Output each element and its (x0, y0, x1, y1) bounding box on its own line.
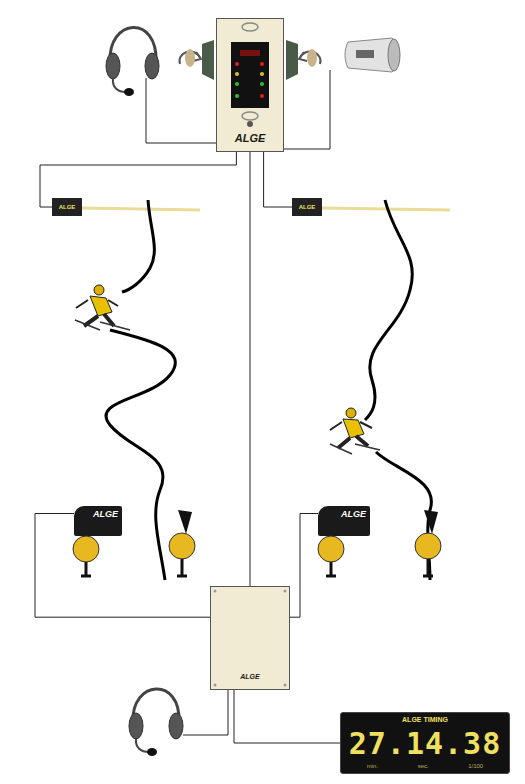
headset-wire (146, 78, 216, 143)
start-wand (82, 208, 200, 210)
unit-label: 1/100 (468, 763, 483, 770)
loudspeaker (345, 38, 400, 72)
headset (129, 689, 183, 756)
unit-row: min. sec. 1/100 (347, 763, 503, 770)
door-flap (202, 40, 214, 80)
photocell: ALGE (318, 506, 370, 536)
cable (35, 514, 210, 618)
brand-label: ALGE (93, 509, 118, 520)
start-gate: ALGE (292, 198, 322, 216)
unit-label: min. (367, 763, 378, 770)
photocell: ALGE (74, 506, 122, 536)
cable (234, 690, 340, 743)
reflector (415, 510, 441, 576)
brand-label: ALGE (299, 203, 316, 211)
brand-label: ALGE (240, 672, 259, 681)
brand-label: ALGE (341, 509, 366, 520)
skier (330, 408, 380, 454)
time-digits: 27.14.38 (349, 727, 502, 761)
skier (75, 285, 130, 330)
door-flap (286, 40, 298, 80)
headset (106, 27, 159, 96)
knob (185, 49, 195, 67)
reflector (169, 510, 195, 576)
unit-label: sec. (418, 763, 429, 770)
brand-label: ALGE (235, 132, 266, 145)
brand-label: ALGE (59, 203, 76, 211)
ski-course (106, 200, 431, 580)
headset-wire (183, 690, 228, 735)
knob (307, 49, 317, 67)
cable (290, 514, 318, 618)
cable (264, 152, 292, 207)
timer-box: ALGE (210, 586, 290, 690)
photocell-lens (73, 536, 344, 576)
start-box: ALGE (216, 18, 284, 152)
speaker-wire (284, 70, 330, 149)
start-gate: ALGE (52, 198, 82, 216)
display-board: ALGE TIMING 27.14.38 min. sec. 1/100 (340, 712, 510, 774)
cable (250, 152, 251, 586)
brand-label: ALGE TIMING (402, 716, 448, 724)
